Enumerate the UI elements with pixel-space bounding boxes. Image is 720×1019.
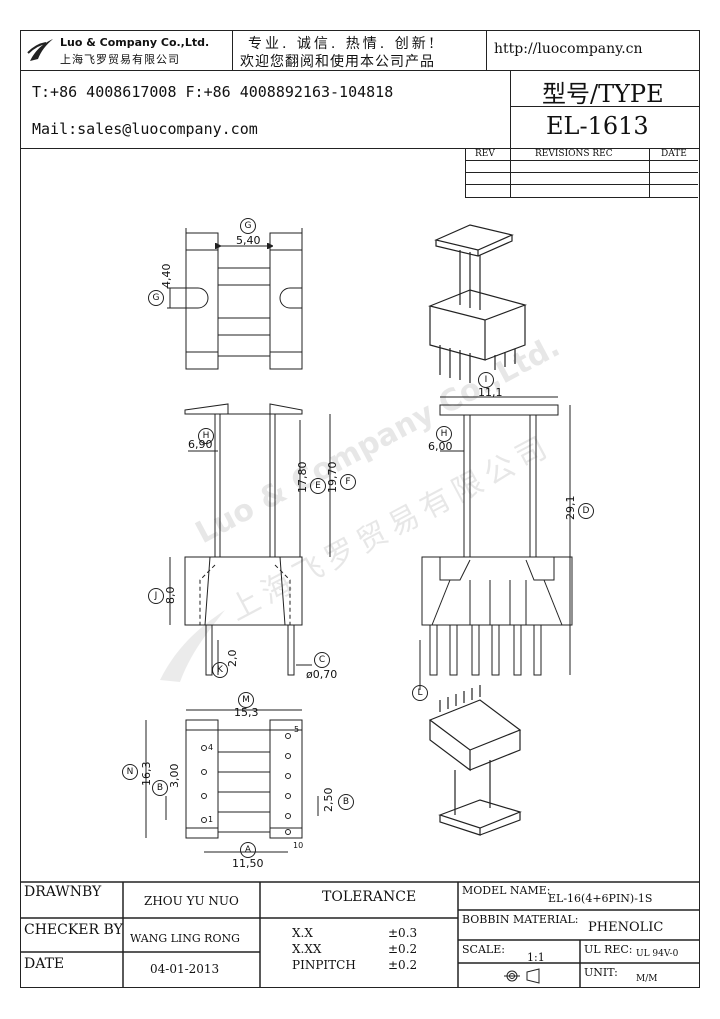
projection-symbol-icon <box>504 968 540 984</box>
dim-letter-a: A <box>240 842 256 858</box>
pin-1: 1 <box>208 815 214 824</box>
pin-10: 10 <box>293 841 304 850</box>
header-bottom-line <box>20 148 700 149</box>
iso-view-top <box>428 224 527 383</box>
dim-letter-g: G <box>240 218 256 234</box>
date-header: DATE <box>661 149 687 159</box>
dim-letter-l: L <box>412 685 428 701</box>
phone-fax: T:+86 4008617008 F:+86 4008892163-104818 <box>32 83 394 101</box>
checker-value: WANG LING RONG <box>130 932 240 945</box>
drawnby-label: DRAWNBY <box>24 884 102 900</box>
header-sep-2 <box>486 30 487 70</box>
dim-j: 8,0 <box>164 586 177 605</box>
type-box-mid <box>510 106 700 107</box>
unit-label: UNIT: <box>584 966 618 979</box>
dim-c: ø0,70 <box>306 668 338 681</box>
dim-a: 11,50 <box>232 857 264 870</box>
dim-b: 3,00 <box>168 763 181 789</box>
tolerance-label: TOLERANCE <box>322 889 417 905</box>
revision-table: REV REVISIONS REC DATE <box>465 148 698 198</box>
dim-letter-h: H <box>198 428 214 444</box>
website-link[interactable]: http://luocompany.cn <box>494 41 643 57</box>
material-label: BOBBIN MATERIAL: <box>462 913 579 926</box>
front-view <box>169 403 331 676</box>
pin-4: 4 <box>208 743 214 752</box>
watermark-logo-icon <box>160 610 225 682</box>
dim-letter-b2: B <box>338 794 354 810</box>
dim-letter-d: D <box>578 503 594 519</box>
type-label: 型号/TYPE <box>542 80 664 108</box>
dim-letter-e: E <box>310 478 326 494</box>
dim-f: 19,70 <box>326 461 339 494</box>
tol-pin-label: PINPITCH <box>292 958 356 972</box>
company-name-cn: 上海飞罗贸易有限公司 <box>60 53 180 66</box>
dim-letter-h2: H <box>436 426 452 442</box>
tol-x-label: X.X <box>292 926 313 940</box>
dim-d: 29,1 <box>564 495 577 521</box>
dim-m: 15,3 <box>234 706 259 719</box>
model-value: EL-16(4+6PIN)-1S <box>548 892 653 905</box>
slogan-line-1: 专业. 诚信. 热情. 创新! <box>248 36 438 52</box>
dim-letter-b: B <box>152 780 168 796</box>
scale-label: SCALE: <box>462 943 505 956</box>
dim-letter-g2: G <box>148 290 164 306</box>
revisions-rec-header: REVISIONS REC <box>535 149 613 159</box>
drawnby-value: ZHOU YU NUO <box>144 894 239 908</box>
drawing-frame <box>20 30 700 988</box>
tol-pin-value: ±0.2 <box>388 958 418 972</box>
company-name-en: Luo & Company Co.,Ltd. <box>60 36 210 49</box>
dim-letter-i: I <box>478 372 494 388</box>
ulrec-label: UL REC: <box>584 943 633 956</box>
dim-letter-c: C <box>314 652 330 668</box>
rev-header: REV <box>475 149 495 159</box>
dim-n: 16,3 <box>140 761 153 787</box>
checker-label: CHECKER BY <box>24 922 123 938</box>
dim-g: 5,40 <box>236 234 261 247</box>
iso-view-bottom <box>428 685 522 836</box>
scale-value: 1:1 <box>527 951 545 964</box>
unit-value: M/M <box>636 974 658 984</box>
tol-x-value: ±0.3 <box>388 926 418 940</box>
material-value: PHENOLIC <box>588 920 664 935</box>
mail-address: Mail:sales@luocompany.com <box>32 120 258 138</box>
dim-e: 17,80 <box>296 461 309 494</box>
top-view <box>167 228 303 370</box>
dim-letter-n: N <box>122 764 138 780</box>
tol-xx-label: X.XX <box>292 942 322 956</box>
dim-letter-k: K <box>212 662 228 678</box>
header-divider <box>20 70 700 71</box>
bottom-view <box>145 709 319 853</box>
dim-g2: 4,40 <box>160 263 173 289</box>
dim-i: 11,1 <box>478 386 503 399</box>
slogan-line-2: 欢迎您翻阅和使用本公司产品 <box>240 54 435 70</box>
dim-letter-f: F <box>340 474 356 490</box>
dim-b2: 2,50 <box>322 787 335 813</box>
company-logo-icon <box>27 39 53 61</box>
tol-xx-value: ±0.2 <box>388 942 418 956</box>
dim-k: 2,0 <box>226 649 239 668</box>
date-value: 04-01-2013 <box>150 962 220 976</box>
model-label: MODEL NAME: <box>462 884 551 897</box>
ulrec-value: UL 94V-0 <box>636 949 679 959</box>
title-block-grid <box>20 881 700 988</box>
dim-letter-j: J <box>148 588 164 604</box>
dim-h2: 6,00 <box>428 440 453 453</box>
side-view <box>419 396 573 690</box>
date-label: DATE <box>24 956 65 972</box>
type-box-left <box>510 70 511 148</box>
header-sep-1 <box>232 30 233 70</box>
pin-5: 5 <box>294 725 300 734</box>
type-value: EL-1613 <box>546 112 649 140</box>
dim-letter-m: M <box>238 692 254 708</box>
